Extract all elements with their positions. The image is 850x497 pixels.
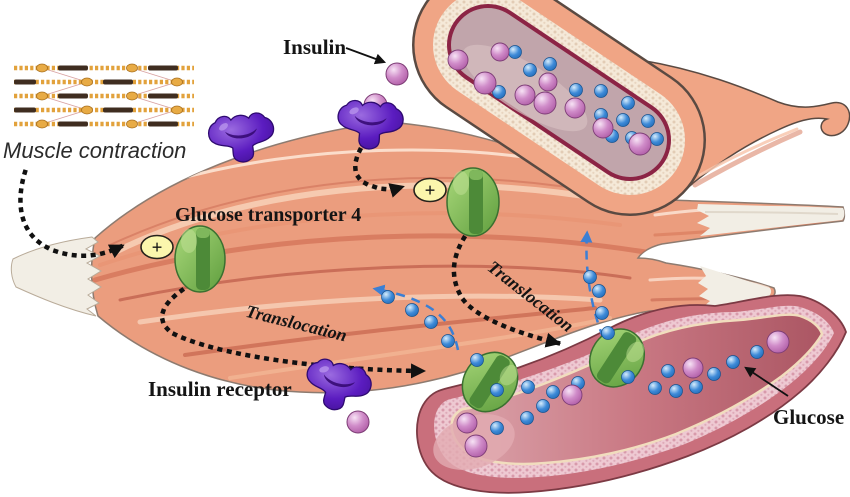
insulin-signal-arrow bbox=[353, 146, 405, 198]
blood-vessel-upper bbox=[412, 0, 850, 216]
tail-highlight bbox=[698, 127, 799, 177]
vessel-lower-glucose-dots bbox=[490, 345, 764, 435]
translocation-arrow-upper bbox=[451, 234, 561, 348]
glucose-label: Glucose bbox=[773, 405, 844, 429]
insulin-label-arrow bbox=[345, 47, 387, 65]
glut4-vesicle-right bbox=[446, 167, 500, 237]
contraction-signal-arrow bbox=[18, 169, 126, 259]
tendon-sheen bbox=[704, 211, 839, 215]
blood-vessel-lower bbox=[416, 294, 847, 494]
tendon-right-lower bbox=[698, 266, 772, 308]
signal-arrows bbox=[18, 146, 561, 379]
plus-symbol: + bbox=[152, 238, 163, 259]
vessel-lower-insulin-spheres bbox=[456, 330, 790, 458]
translocation-arrow-lower bbox=[159, 281, 426, 379]
vessel-upper-insulin-spheres bbox=[447, 42, 652, 156]
tendon-left bbox=[10, 236, 102, 317]
tendon-right-upper bbox=[697, 204, 845, 236]
transported-glucose-dots bbox=[470, 326, 635, 397]
free-insulin-sphere-top bbox=[385, 62, 409, 86]
glucose-label-arrow bbox=[744, 366, 789, 397]
cytosol-glucose-dots bbox=[381, 270, 615, 348]
activation-badge-left: + bbox=[140, 234, 174, 260]
insulin-receptor-label: Insulin receptor bbox=[148, 377, 292, 401]
free-insulin-sphere-bottom bbox=[346, 410, 370, 434]
tail-shading bbox=[692, 129, 803, 188]
glucose-transporter-label: Glucose transporter 4 bbox=[175, 204, 361, 226]
plus-symbol: + bbox=[425, 181, 436, 202]
insulin-receptor-empty bbox=[207, 112, 275, 163]
insulin-receptor-free bbox=[306, 358, 372, 411]
insulin-label: Insulin bbox=[283, 35, 346, 59]
activation-badge-right: + bbox=[413, 177, 447, 203]
muscle-contraction-label: Muscle contraction bbox=[3, 138, 186, 163]
glut4-vesicle-left bbox=[174, 225, 226, 293]
insulin-receptor-bound bbox=[337, 93, 404, 150]
vessel-upper-glucose-dots bbox=[492, 45, 664, 146]
sarcomere-icon bbox=[14, 63, 194, 129]
glut4-membrane-left bbox=[461, 351, 519, 413]
